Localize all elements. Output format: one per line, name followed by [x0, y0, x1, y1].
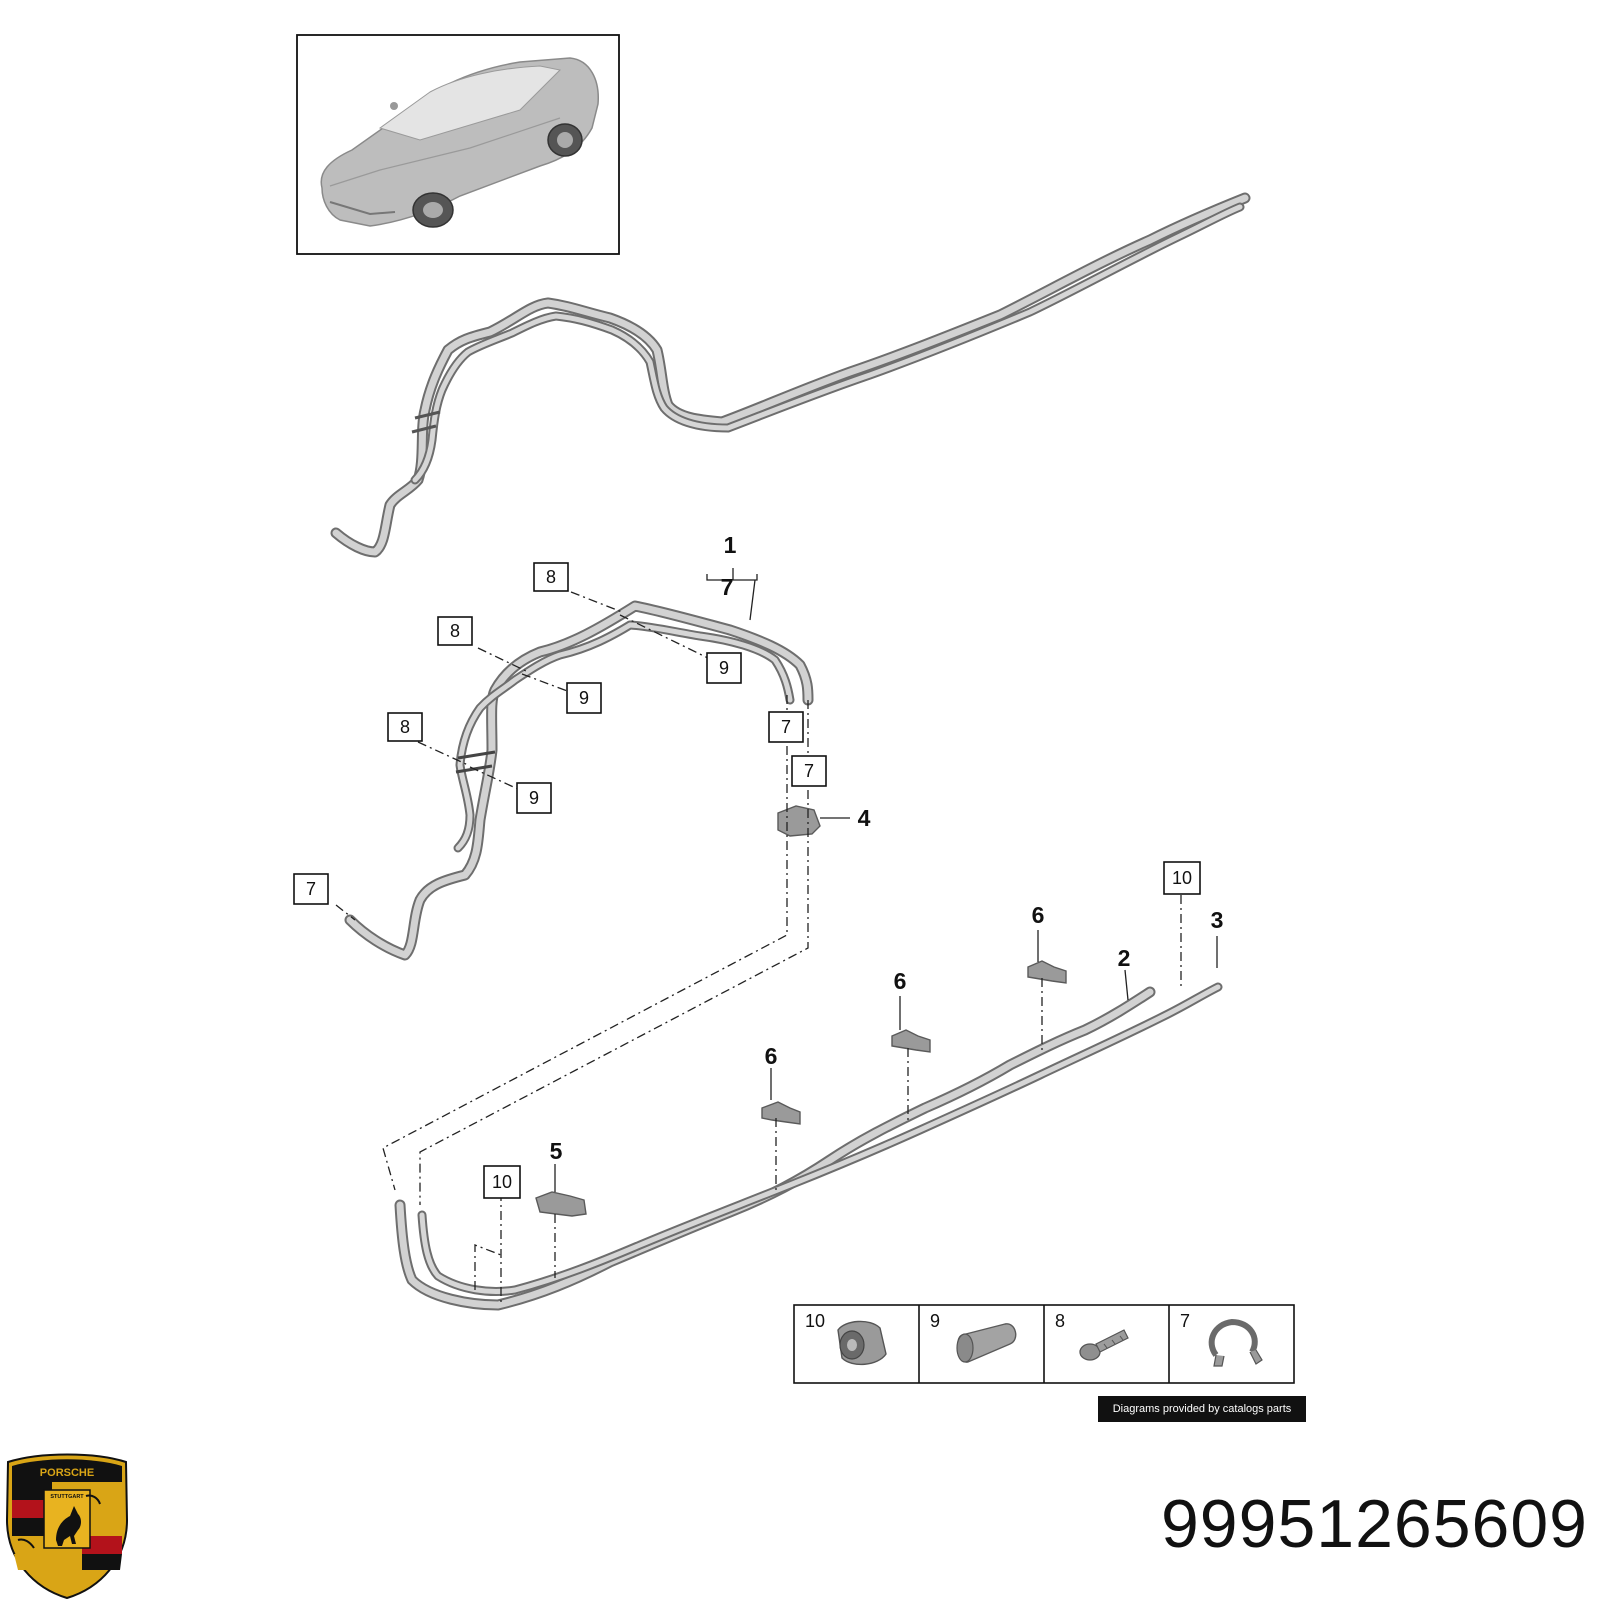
position-numbers: 1 7 4 6 6 6 2 3 5	[550, 532, 1224, 1164]
callout-8-middle[interactable]: 8	[437, 616, 473, 646]
expansion-rivet-icon	[956, 1323, 1017, 1363]
callout-10-right[interactable]: 10	[1163, 861, 1201, 895]
callout-label: 8	[450, 621, 460, 641]
callout-label: 9	[719, 658, 729, 678]
callout-9-middle[interactable]: 9	[566, 682, 602, 714]
callout-8-top[interactable]: 8	[533, 562, 569, 592]
position-7[interactable]: 7	[721, 574, 734, 600]
screw-icon	[1079, 1329, 1129, 1361]
position-6-left[interactable]: 6	[765, 1043, 778, 1069]
legend-label: 9	[930, 1311, 940, 1331]
hose-clip-6-a	[761, 1101, 801, 1125]
callout-7-upper[interactable]: 7	[768, 711, 804, 743]
hose-clamp-icon	[1208, 1318, 1263, 1367]
crest-city-text: STUTTGART	[50, 1494, 84, 1500]
legend-label: 7	[1180, 1311, 1190, 1331]
bracket-clip-4	[777, 805, 821, 837]
position-4[interactable]: 4	[858, 805, 871, 831]
callout-9-right[interactable]: 9	[706, 652, 742, 684]
position-6-right[interactable]: 6	[1032, 902, 1045, 928]
position-1[interactable]: 1	[724, 532, 737, 558]
hose-clip-6-b	[891, 1029, 931, 1053]
leader-lines	[554, 568, 1218, 1192]
position-2[interactable]: 2	[1118, 945, 1131, 971]
callout-label: 7	[306, 879, 316, 899]
callout-label: 9	[579, 688, 589, 708]
callout-7-left[interactable]: 7	[293, 873, 329, 905]
callout-label: 8	[400, 717, 410, 737]
callout-label: 10	[492, 1172, 512, 1192]
crest-wordmark: PORSCHE	[40, 1467, 94, 1479]
hose-assembly-upper	[330, 192, 1251, 558]
legend-label: 10	[805, 1311, 825, 1331]
callout-label: 9	[529, 788, 539, 808]
legend-cell-10[interactable]: 10	[805, 1311, 887, 1365]
callout-9-lower[interactable]: 9	[516, 782, 552, 814]
callout-label: 7	[804, 761, 814, 781]
position-5[interactable]: 5	[550, 1138, 563, 1164]
callout-label: 8	[546, 567, 556, 587]
callout-7-lower[interactable]: 7	[791, 755, 827, 787]
part-number: 99951265609	[1160, 1486, 1588, 1562]
assembly-dash-lines	[335, 591, 1182, 1302]
legend-label: 8	[1055, 1311, 1065, 1331]
hose-clip-6-c	[1027, 960, 1067, 984]
hose-clip-5	[535, 1191, 587, 1217]
prancing-horse-icon	[56, 1506, 81, 1546]
vehicle-thumbnail	[296, 34, 620, 255]
credit-label: Diagrams provided by catalogs parts	[1098, 1396, 1306, 1422]
legend-cell-7[interactable]: 7	[1180, 1311, 1263, 1367]
porsche-crest-logo: PORSCHE STUTTGART	[5, 1453, 129, 1600]
callout-label: 7	[781, 717, 791, 737]
collar-clip-icon	[837, 1320, 887, 1365]
legend-cell-8[interactable]: 8	[1055, 1311, 1129, 1361]
parts-legend: 10 9 8 7	[793, 1304, 1295, 1384]
hose-section-exploded	[344, 600, 814, 961]
callout-10-left[interactable]: 10	[483, 1165, 521, 1199]
position-6-middle[interactable]: 6	[894, 968, 907, 994]
callout-label: 10	[1172, 868, 1192, 888]
position-3[interactable]: 3	[1211, 907, 1224, 933]
hose-assembly-lower	[394, 982, 1223, 1311]
callout-8-lower[interactable]: 8	[387, 712, 423, 742]
car-icon	[320, 57, 599, 228]
legend-cell-9[interactable]: 9	[930, 1311, 1017, 1363]
